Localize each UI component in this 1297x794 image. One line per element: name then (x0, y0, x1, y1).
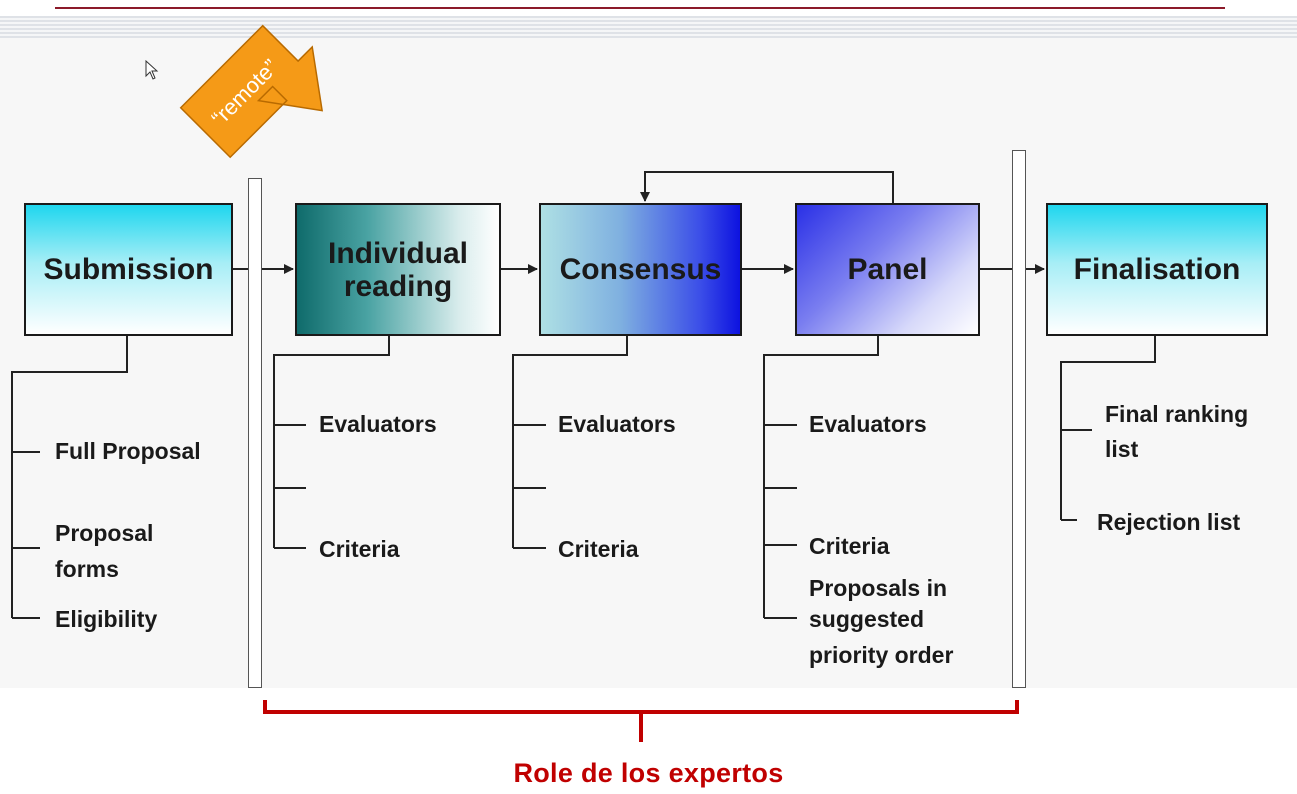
individual-item-evaluators: Evaluators (319, 411, 437, 437)
final-item-list: list (1105, 436, 1139, 462)
consensus-item-evaluators: Evaluators (558, 411, 676, 437)
submission-item-eligibility: Eligibility (55, 606, 158, 632)
final-item-rejection-list: Rejection list (1097, 509, 1241, 535)
submission-item-forms: forms (55, 556, 119, 582)
stage-panel: Panel (795, 203, 980, 336)
stage-individual-label: Individual reading (327, 236, 468, 303)
remote-phase-separator-left (248, 178, 262, 688)
stage-submission-label: Submission (43, 253, 214, 286)
mouse-cursor-icon (145, 60, 159, 80)
submission-item-proposal: Proposal (55, 520, 154, 546)
consensus-item-criteria: Criteria (558, 536, 639, 562)
panel-item-evaluators: Evaluators (809, 411, 927, 437)
stage-individual-reading: Individual reading (295, 203, 501, 336)
stage-finalisation: Finalisation (1046, 203, 1268, 336)
stage-finalisation-label: Finalisation (1073, 253, 1241, 286)
top-rule (55, 7, 1225, 9)
stage-consensus: Consensus (539, 203, 742, 336)
final-item-final-ranking: Final ranking (1105, 401, 1249, 427)
individual-item-criteria: Criteria (319, 536, 400, 562)
expert-role-brace (263, 700, 1019, 714)
stage-panel-label: Panel (847, 253, 928, 286)
submission-item-full-proposal: Full Proposal (55, 438, 201, 464)
panel-item-proposals-in: Proposals in (809, 575, 948, 601)
remote-phase-separator-right (1012, 150, 1026, 688)
panel-item-suggested: suggested (809, 606, 925, 632)
remote-tag: “remote” (179, 24, 324, 159)
stage-consensus-label: Consensus (559, 253, 722, 286)
panel-item-criteria: Criteria (809, 533, 890, 559)
top-band (0, 16, 1297, 38)
stage-submission: Submission (24, 203, 233, 336)
expert-role-label: Role de los expertos (513, 758, 784, 788)
panel-item-priority-order: priority order (809, 642, 954, 668)
feedback-loop (640, 171, 894, 203)
